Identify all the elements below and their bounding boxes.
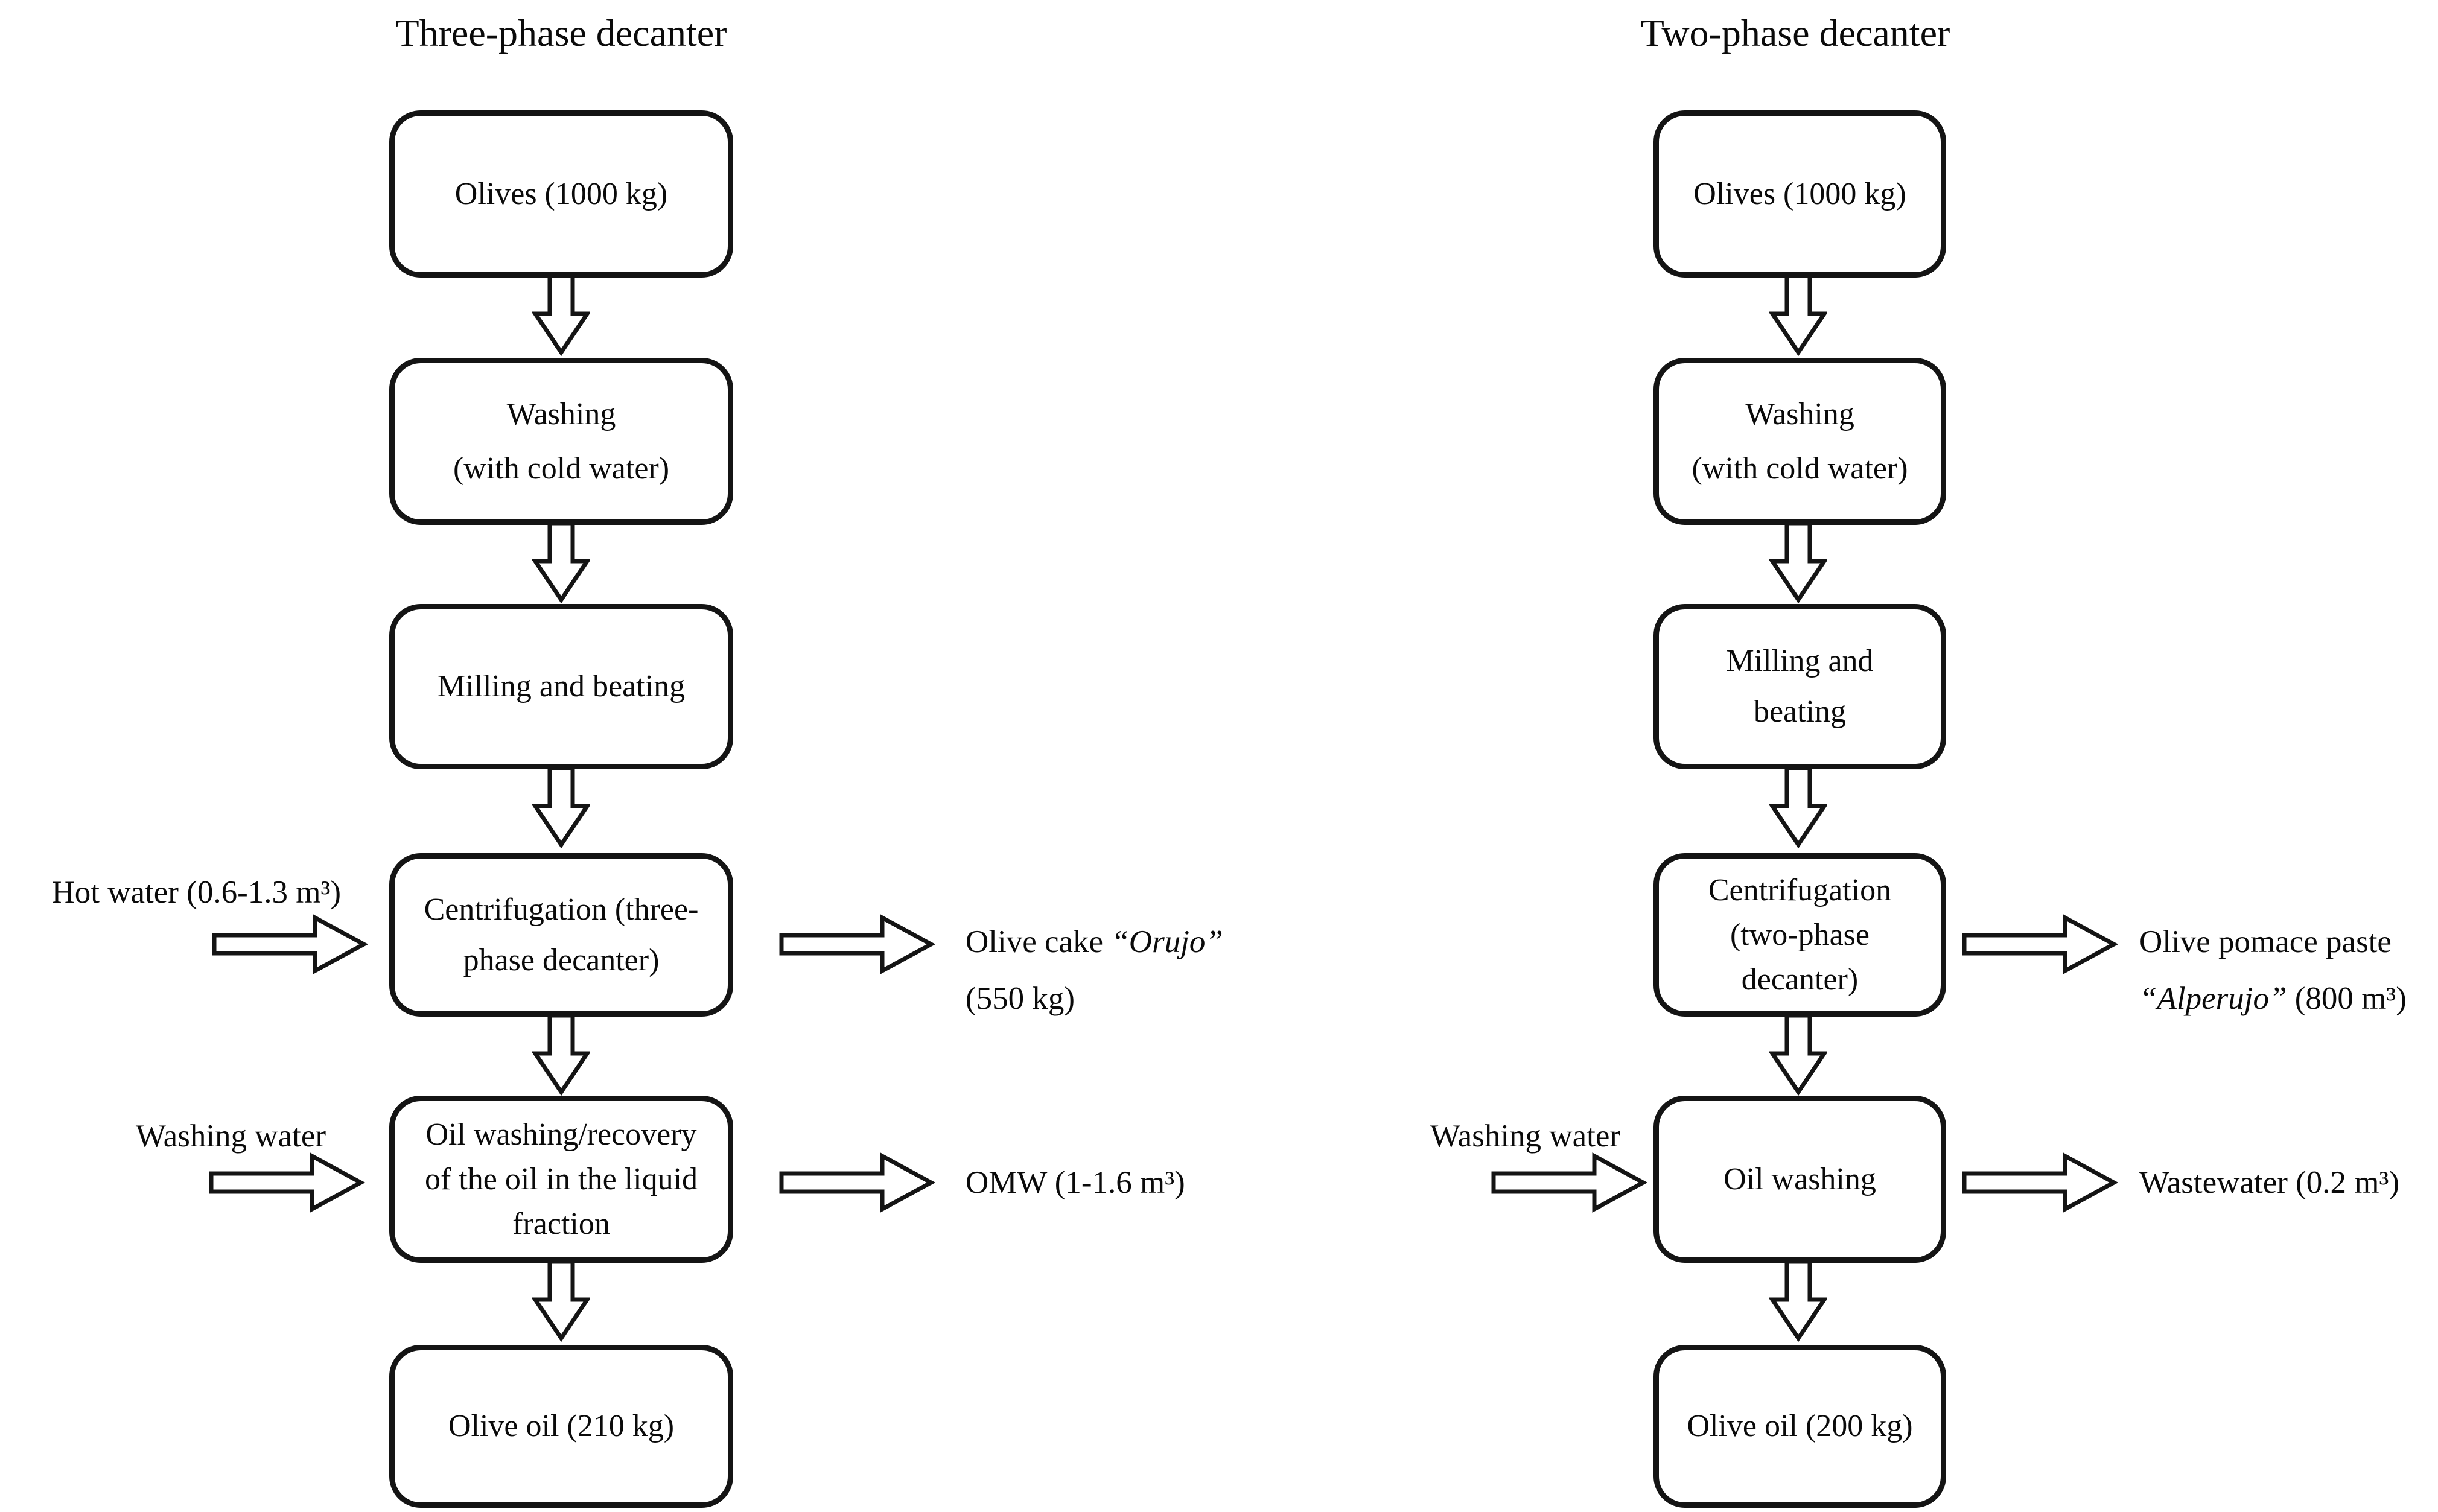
box-label-line: (two-phase: [1730, 917, 1870, 952]
box-milling-three-phase: Milling and beating: [389, 604, 733, 769]
two-phase-title: Two-phase decanter: [1640, 11, 1950, 54]
down-arrow-icon: [1769, 1013, 1827, 1096]
box-washing-three-phase: Washing (with cold water): [389, 358, 733, 525]
box-label-line: Centrifugation (three-: [424, 892, 699, 927]
box-label-line: beating: [1753, 694, 1847, 729]
wastewater-label: Wastewater (0.2 m³): [2139, 1165, 2400, 1200]
orujo-italic-text: “Orujo”: [1111, 924, 1223, 959]
right-arrow-icon: [1491, 1152, 1647, 1213]
box-oil-washing-two-phase: Oil washing: [1653, 1096, 1946, 1263]
box-centrifugation-three-phase: Centrifugation (three- phase decanter): [389, 853, 733, 1017]
box-label-line: Milling and: [1726, 644, 1874, 678]
box-label: Olive oil (200 kg): [1687, 1409, 1913, 1443]
washing-water-label-left: Washing water: [135, 1119, 326, 1154]
box-label: Olives (1000 kg): [454, 176, 668, 211]
down-arrow-icon: [532, 521, 590, 603]
box-label-line: decanter): [1741, 962, 1859, 997]
box-label: Olives (1000 kg): [1693, 176, 1906, 211]
box-olives-two-phase: Olives (1000 kg): [1653, 110, 1946, 278]
box-olive-oil-three-phase: Olive oil (210 kg): [389, 1345, 733, 1508]
omw-label: OMW (1-1.6 m³): [966, 1165, 1185, 1200]
down-arrow-icon: [532, 1259, 590, 1342]
down-arrow-icon: [1769, 273, 1827, 356]
box-label-line: of the oil in the liquid: [424, 1161, 698, 1196]
washing-water-label-right: Washing water: [1430, 1119, 1620, 1154]
down-arrow-icon: [1769, 766, 1827, 848]
box-label: Milling and beating: [437, 669, 686, 704]
box-oil-washing-three-phase: Oil washing/recovery of the oil in the l…: [389, 1096, 733, 1263]
down-arrow-icon: [532, 766, 590, 848]
down-arrow-icon: [532, 273, 590, 356]
olive-cake-label: Olive cake “Orujo” (550 kg): [966, 913, 1223, 1027]
olive-pomace-amount: (800 m³): [2287, 981, 2407, 1016]
right-arrow-icon: [1962, 914, 2118, 974]
right-arrow-icon: [779, 914, 935, 974]
box-centrifugation-two-phase: Centrifugation (two-phase decanter): [1653, 853, 1946, 1017]
box-label-line: Washing: [1745, 396, 1854, 431]
olive-pomace-text: Olive pomace paste: [2139, 924, 2392, 959]
right-arrow-icon: [779, 1152, 935, 1213]
box-washing-two-phase: Washing (with cold water): [1653, 358, 1946, 525]
down-arrow-icon: [1769, 521, 1827, 603]
down-arrow-icon: [1769, 1259, 1827, 1342]
olive-cake-amount: (550 kg): [966, 981, 1075, 1016]
right-arrow-icon: [212, 914, 368, 974]
box-label-line: Oil washing/recovery: [425, 1117, 697, 1152]
olive-cake-text: Olive cake: [966, 924, 1112, 959]
alperujo-italic-text: “Alperujo”: [2139, 981, 2287, 1016]
box-label: Olive oil (210 kg): [448, 1409, 675, 1443]
box-label-line: fraction: [512, 1206, 610, 1241]
box-olive-oil-two-phase: Olive oil (200 kg): [1653, 1345, 1946, 1508]
right-arrow-icon: [209, 1152, 365, 1213]
olive-pomace-label: Olive pomace paste “Alperujo” (800 m³): [2139, 913, 2407, 1027]
three-phase-title: Three-phase decanter: [395, 11, 727, 54]
box-label-line: phase decanter): [463, 942, 660, 977]
box-label-line: (with cold water): [453, 451, 670, 486]
box-milling-two-phase: Milling and beating: [1653, 604, 1946, 769]
box-olives-three-phase: Olives (1000 kg): [389, 110, 733, 278]
box-label-line: Centrifugation: [1708, 872, 1892, 907]
hot-water-label: Hot water (0.6-1.3 m³): [51, 875, 341, 910]
down-arrow-icon: [532, 1013, 590, 1096]
right-arrow-icon: [1962, 1152, 2118, 1213]
box-label-line: (with cold water): [1692, 451, 1908, 486]
box-label: Oil washing: [1723, 1161, 1876, 1196]
box-label-line: Washing: [506, 396, 616, 431]
